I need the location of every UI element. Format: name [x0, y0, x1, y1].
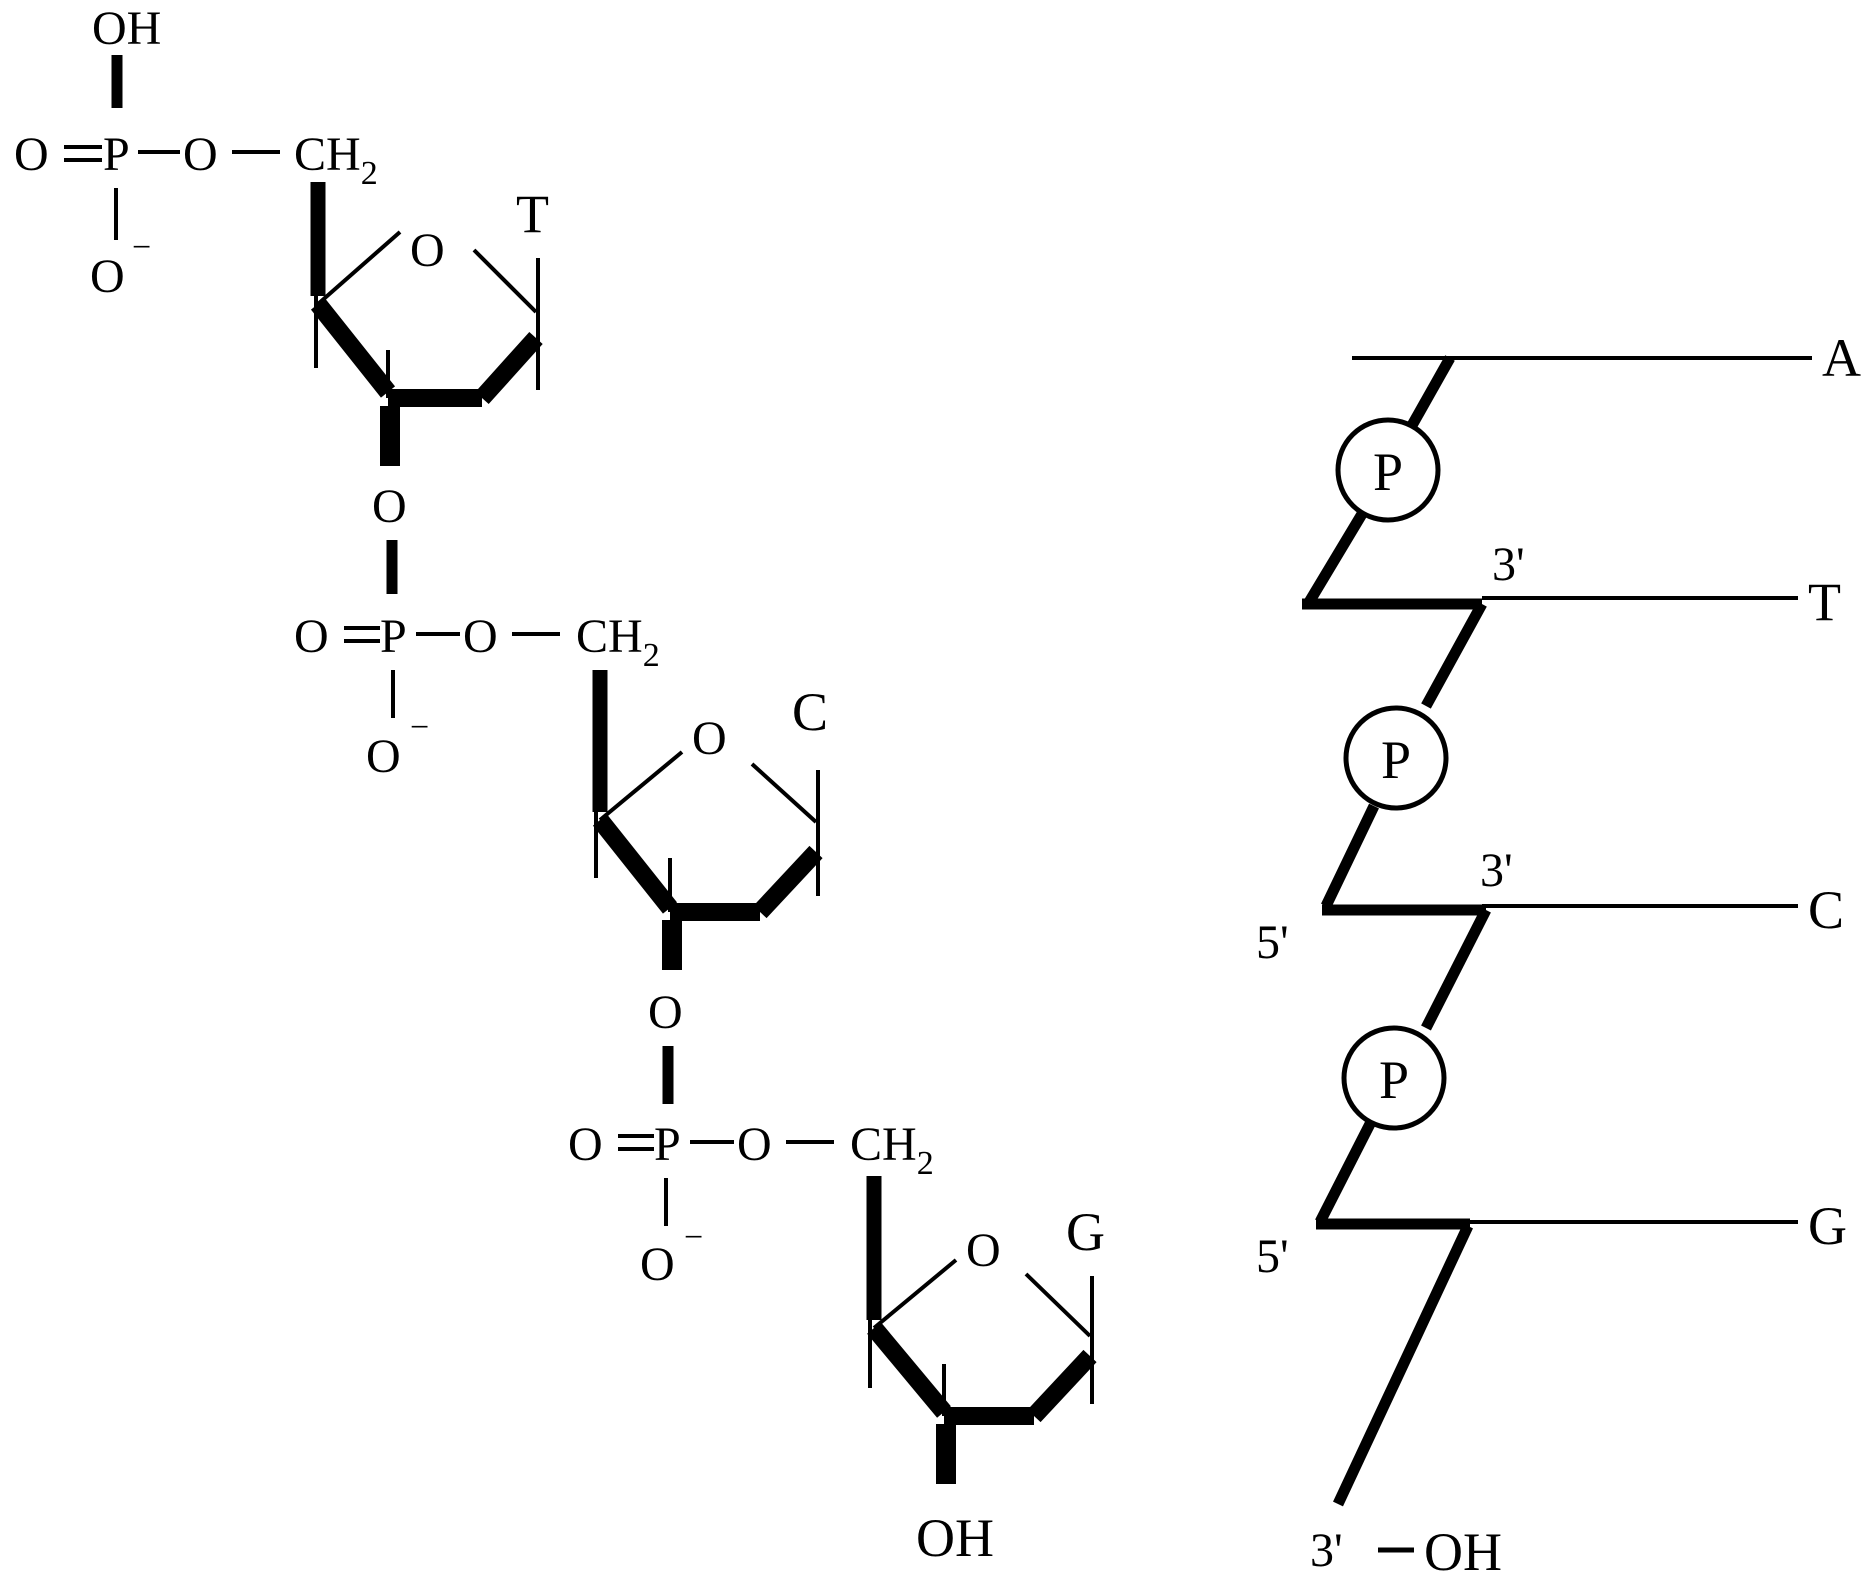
ring-c4-c3-bond	[310, 298, 396, 398]
phosphate-group: P O O O −	[568, 1118, 834, 1291]
ring-o-c1-bond	[750, 762, 818, 824]
ring-c2-c1-bond	[1027, 1349, 1097, 1423]
backbone-segment	[1333, 1223, 1473, 1507]
phosphate-group: P O O O −	[294, 610, 560, 783]
phosphate-node-2: P	[1343, 705, 1449, 811]
ring-c4-c3-bond	[867, 1322, 951, 1418]
ch2-label: CH2	[294, 128, 378, 192]
base-letter-g: G	[1808, 1196, 1847, 1256]
nucleotide-guanosine: P O O O − CH2 O	[568, 1118, 1105, 1568]
backbone-segment	[1421, 601, 1487, 709]
backbone-segment	[1315, 1117, 1377, 1225]
phosphate-node-3: P	[1341, 1025, 1447, 1131]
three-prime-label: 3'	[1480, 844, 1513, 897]
deoxyribose-ring: O C	[592, 670, 828, 970]
link-o-atom: O	[463, 610, 498, 663]
ring-o-atom: O	[966, 1224, 1001, 1277]
p-atom: P	[654, 1118, 681, 1171]
ring-o-atom: O	[692, 712, 727, 765]
backbone-segment	[1421, 907, 1491, 1031]
ring-o-atom: O	[410, 224, 445, 277]
ring-c4-o-bond	[316, 230, 402, 306]
minus-charge: −	[410, 709, 429, 746]
link-o-atom: O	[737, 1118, 772, 1171]
ring-o-c1-bond	[472, 248, 538, 314]
phosphate-group: P O O O −	[14, 55, 280, 303]
terminal-oh: OH	[1424, 1522, 1502, 1582]
o-minus-atom: O	[366, 730, 401, 783]
backbone-segment	[1321, 803, 1379, 909]
phosphate-node-1: P	[1335, 417, 1441, 523]
ring-c2-c1-bond	[753, 845, 823, 919]
ring-c4-c3-bond	[592, 814, 678, 914]
ring-c2-c1-bond	[475, 331, 543, 405]
three-prime-label: 3'	[1492, 538, 1525, 591]
backbone-schematic: P P P A T C G 3' 3' 5' 5' 3' OH	[1256, 328, 1861, 1582]
chemical-structure: OH P O O O − CH2 O	[14, 2, 1105, 1568]
ring-c4-o-bond	[872, 1258, 958, 1330]
phosphate-label: P	[1373, 442, 1403, 502]
bridge-o-atom: O	[372, 480, 407, 533]
deoxyribose-ring: O G	[866, 1176, 1105, 1484]
phosphate-label: P	[1381, 730, 1411, 790]
double-bond-o: O	[14, 128, 49, 181]
o-minus-atom: O	[640, 1238, 675, 1291]
top-oh-label: OH	[92, 2, 161, 55]
base-label-g: G	[1066, 1202, 1105, 1262]
five-prime-label: 5'	[1256, 916, 1289, 969]
o-minus-atom: O	[90, 250, 125, 303]
bridge-o-atom: O	[648, 986, 683, 1039]
nucleotide-cytidine: P O O O − CH2 O	[294, 610, 828, 1104]
ch2-label: CH2	[850, 1118, 934, 1182]
base-letter-t: T	[1808, 572, 1841, 632]
backbone-segment	[1303, 501, 1373, 607]
terminal-three-prime: 3'	[1310, 1524, 1343, 1577]
base-letter-a: A	[1822, 328, 1861, 388]
p-atom: P	[103, 128, 130, 181]
base-letter-c: C	[1808, 880, 1844, 940]
backbone-segment	[1401, 355, 1455, 439]
double-bond-o: O	[568, 1118, 603, 1171]
base-label-c: C	[792, 682, 828, 742]
nucleotide-thymidine: P O O O − CH2 O	[14, 55, 549, 594]
deoxyribose-ring: O T	[310, 182, 549, 466]
base-label-t: T	[516, 184, 549, 244]
minus-charge: −	[132, 229, 151, 266]
double-bond-o: O	[294, 610, 329, 663]
ring-o-c1-bond	[1024, 1272, 1092, 1338]
ch2-label: CH2	[576, 610, 660, 674]
phosphate-label: P	[1379, 1050, 1409, 1110]
p-atom: P	[380, 610, 407, 663]
five-prime-label: 5'	[1256, 1230, 1289, 1283]
terminal-oh-label: OH	[916, 1508, 994, 1568]
minus-charge: −	[684, 1219, 703, 1256]
ring-c4-o-bond	[598, 750, 684, 822]
link-o-atom: O	[183, 128, 218, 181]
